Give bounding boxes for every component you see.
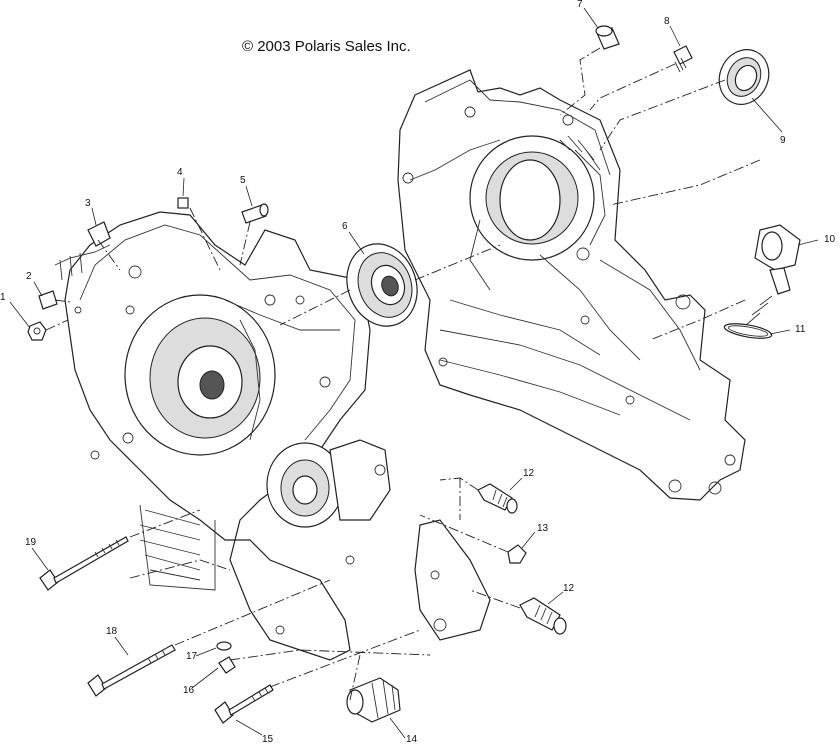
callout-16: 16 — [183, 685, 195, 696]
part-3-vent-fitting — [87, 221, 111, 247]
part-5-dowel — [241, 203, 269, 224]
part-6-bearing — [346, 243, 418, 327]
callout-15: 15 — [262, 734, 274, 745]
assembly-lines — [45, 47, 761, 701]
callout-3: 3 — [85, 198, 91, 209]
part-12-fitting-upper — [477, 483, 518, 514]
callout-2: 2 — [26, 271, 32, 282]
callout-6: 6 — [342, 221, 348, 232]
leader-lines — [9, 7, 819, 739]
callout-18: 18 — [106, 626, 118, 637]
part-8-stud — [673, 45, 693, 73]
part-7-dowel-pin — [595, 25, 620, 50]
callout-17: 17 — [186, 651, 198, 662]
callout-4: 4 — [177, 167, 183, 178]
right-crankcase-half — [397, 69, 746, 501]
part-4-plug — [177, 197, 189, 209]
callout-11: 11 — [795, 324, 806, 335]
part-14-fitting — [346, 677, 401, 723]
part-16-plug — [218, 656, 236, 674]
callout-5: 5 — [240, 175, 246, 186]
callout-9: 9 — [780, 135, 786, 146]
part-11-o-ring — [723, 323, 773, 339]
part-12-fitting-lower — [519, 597, 567, 635]
part-17-washer — [216, 641, 232, 651]
part-1-nut — [27, 321, 47, 341]
part-15-bolt — [214, 684, 274, 724]
callout-13: 13 — [537, 523, 549, 534]
callout-1: 1 — [0, 292, 6, 303]
left-crankcase-half — [54, 211, 491, 661]
callout-7: 7 — [577, 0, 583, 10]
callout-10: 10 — [824, 234, 836, 245]
part-9-oil-seal — [718, 49, 770, 105]
callout-8: 8 — [664, 16, 670, 27]
part-2-dowel — [38, 290, 58, 310]
callout-12-lower: 12 — [563, 583, 575, 594]
copyright-notice: © 2003 Polaris Sales Inc. — [242, 38, 411, 55]
part-10-sensor — [745, 224, 801, 326]
part-18-bolt — [87, 644, 176, 697]
callout-19: 19 — [25, 537, 37, 548]
callout-14: 14 — [406, 734, 418, 745]
callout-12-upper: 12 — [523, 468, 535, 479]
part-19-bolt — [39, 536, 129, 591]
part-13-nut — [507, 544, 527, 564]
